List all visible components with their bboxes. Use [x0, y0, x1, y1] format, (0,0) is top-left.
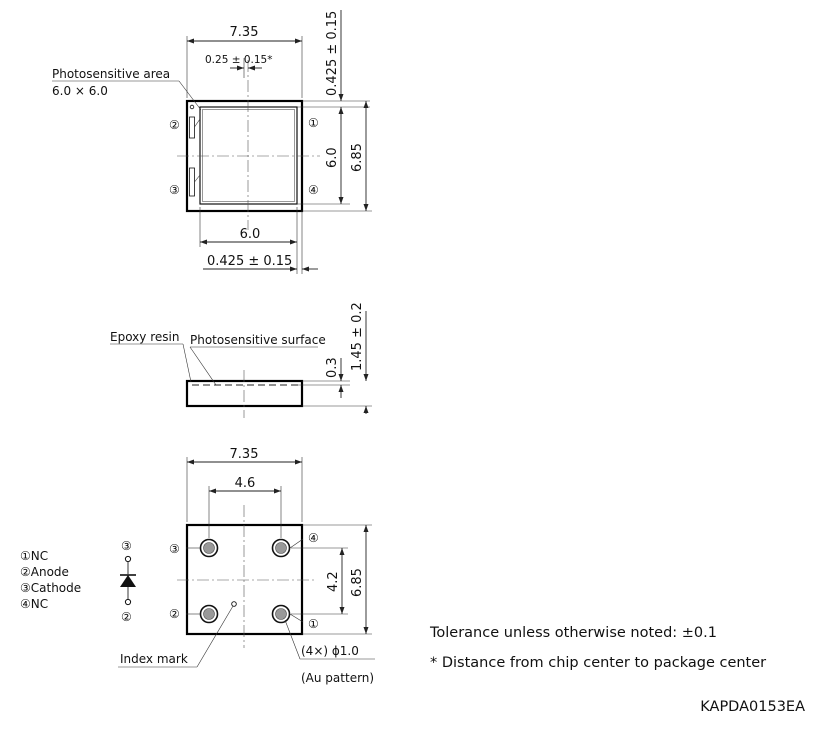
- symbol-pin-anode: ②: [121, 610, 132, 624]
- photosensitive-area: [199, 106, 298, 205]
- pad-1: [271, 604, 291, 624]
- top-pkg-bottom-dim: 0.425 ± 0.15: [207, 254, 292, 269]
- drawing-code: KAPDA0153EA: [700, 699, 805, 715]
- bottom-pin-4: ④: [308, 531, 319, 545]
- bottom-pin-2: ②: [169, 607, 180, 621]
- side-surface-dim: 0.3: [325, 357, 340, 378]
- photosensitive-area-size: 6.0 × 6.0: [52, 84, 108, 98]
- top-view: 7.35 0.25 ± 0.15* Photosensitive area 6.…: [52, 10, 372, 274]
- bottom-pad-pitch-x-dim: 4.6: [235, 476, 256, 491]
- bottom-height-dim: 6.85: [350, 568, 365, 597]
- epoxy-resin-label: Epoxy resin: [110, 330, 179, 344]
- photodiode-symbol: ③ ②: [120, 539, 136, 624]
- distance-note: * Distance from chip center to package c…: [430, 655, 766, 671]
- top-pin-1: ①: [308, 116, 319, 130]
- index-mark: [231, 601, 237, 607]
- pad-3: [199, 538, 219, 558]
- top-pin-3: ③: [169, 183, 180, 197]
- top-pin-2: ②: [169, 118, 180, 132]
- symbol-pin-cathode: ③: [121, 539, 132, 553]
- top-width-dim: 7.35: [230, 25, 259, 40]
- bottom-pin-3: ③: [169, 542, 180, 556]
- legend-pin-2: ②Anode: [20, 565, 69, 579]
- bottom-width-dim: 7.35: [230, 447, 259, 462]
- top-inner-width-dim: 6.0: [240, 227, 261, 242]
- side-total-dim: 1.45 ± 0.2: [350, 302, 365, 371]
- tolerance-note: Tolerance unless otherwise noted: ±0.1: [429, 625, 717, 641]
- side-view: Epoxy resin Photosensitive surface 0.3 1…: [110, 302, 372, 418]
- top-pin-4: ④: [308, 183, 319, 197]
- bond-pad-upper: [189, 116, 195, 139]
- bond-pad-lower: [189, 167, 195, 197]
- top-pkg-top-dim: 0.425 ± 0.15: [325, 11, 340, 96]
- bottom-pad-pitch-y-dim: 4.2: [326, 571, 341, 592]
- index-mark-label: Index mark: [120, 652, 188, 666]
- photosensitive-surface-label: Photosensitive surface: [190, 333, 326, 347]
- pad-2: [199, 604, 219, 624]
- legend-pin-4: ④NC: [20, 597, 48, 611]
- pad-4: [271, 538, 291, 558]
- index-dot: [189, 104, 195, 110]
- top-offset-dim: 0.25 ± 0.15*: [205, 54, 272, 66]
- pad-spec-label: (4×) ϕ1.0: [301, 644, 359, 658]
- pad-material-label: (Au pattern): [301, 671, 374, 685]
- legend-pin-3: ③Cathode: [20, 581, 81, 595]
- diode-triangle-icon: [120, 575, 136, 587]
- top-outer-height-dim: 6.85: [350, 143, 365, 172]
- bottom-pin-1: ①: [308, 617, 319, 631]
- photosensitive-area-inner: [202, 109, 295, 202]
- photosensitive-area-label: Photosensitive area: [52, 67, 170, 81]
- bottom-view: ③ ② ④ ① 7.35 4.6 4.2 6.85 In: [118, 447, 375, 685]
- legend-pin-1: ①NC: [20, 549, 48, 563]
- pin-legend: ①NC ②Anode ③Cathode ④NC: [20, 549, 81, 611]
- top-inner-height-dim: 6.0: [325, 147, 340, 168]
